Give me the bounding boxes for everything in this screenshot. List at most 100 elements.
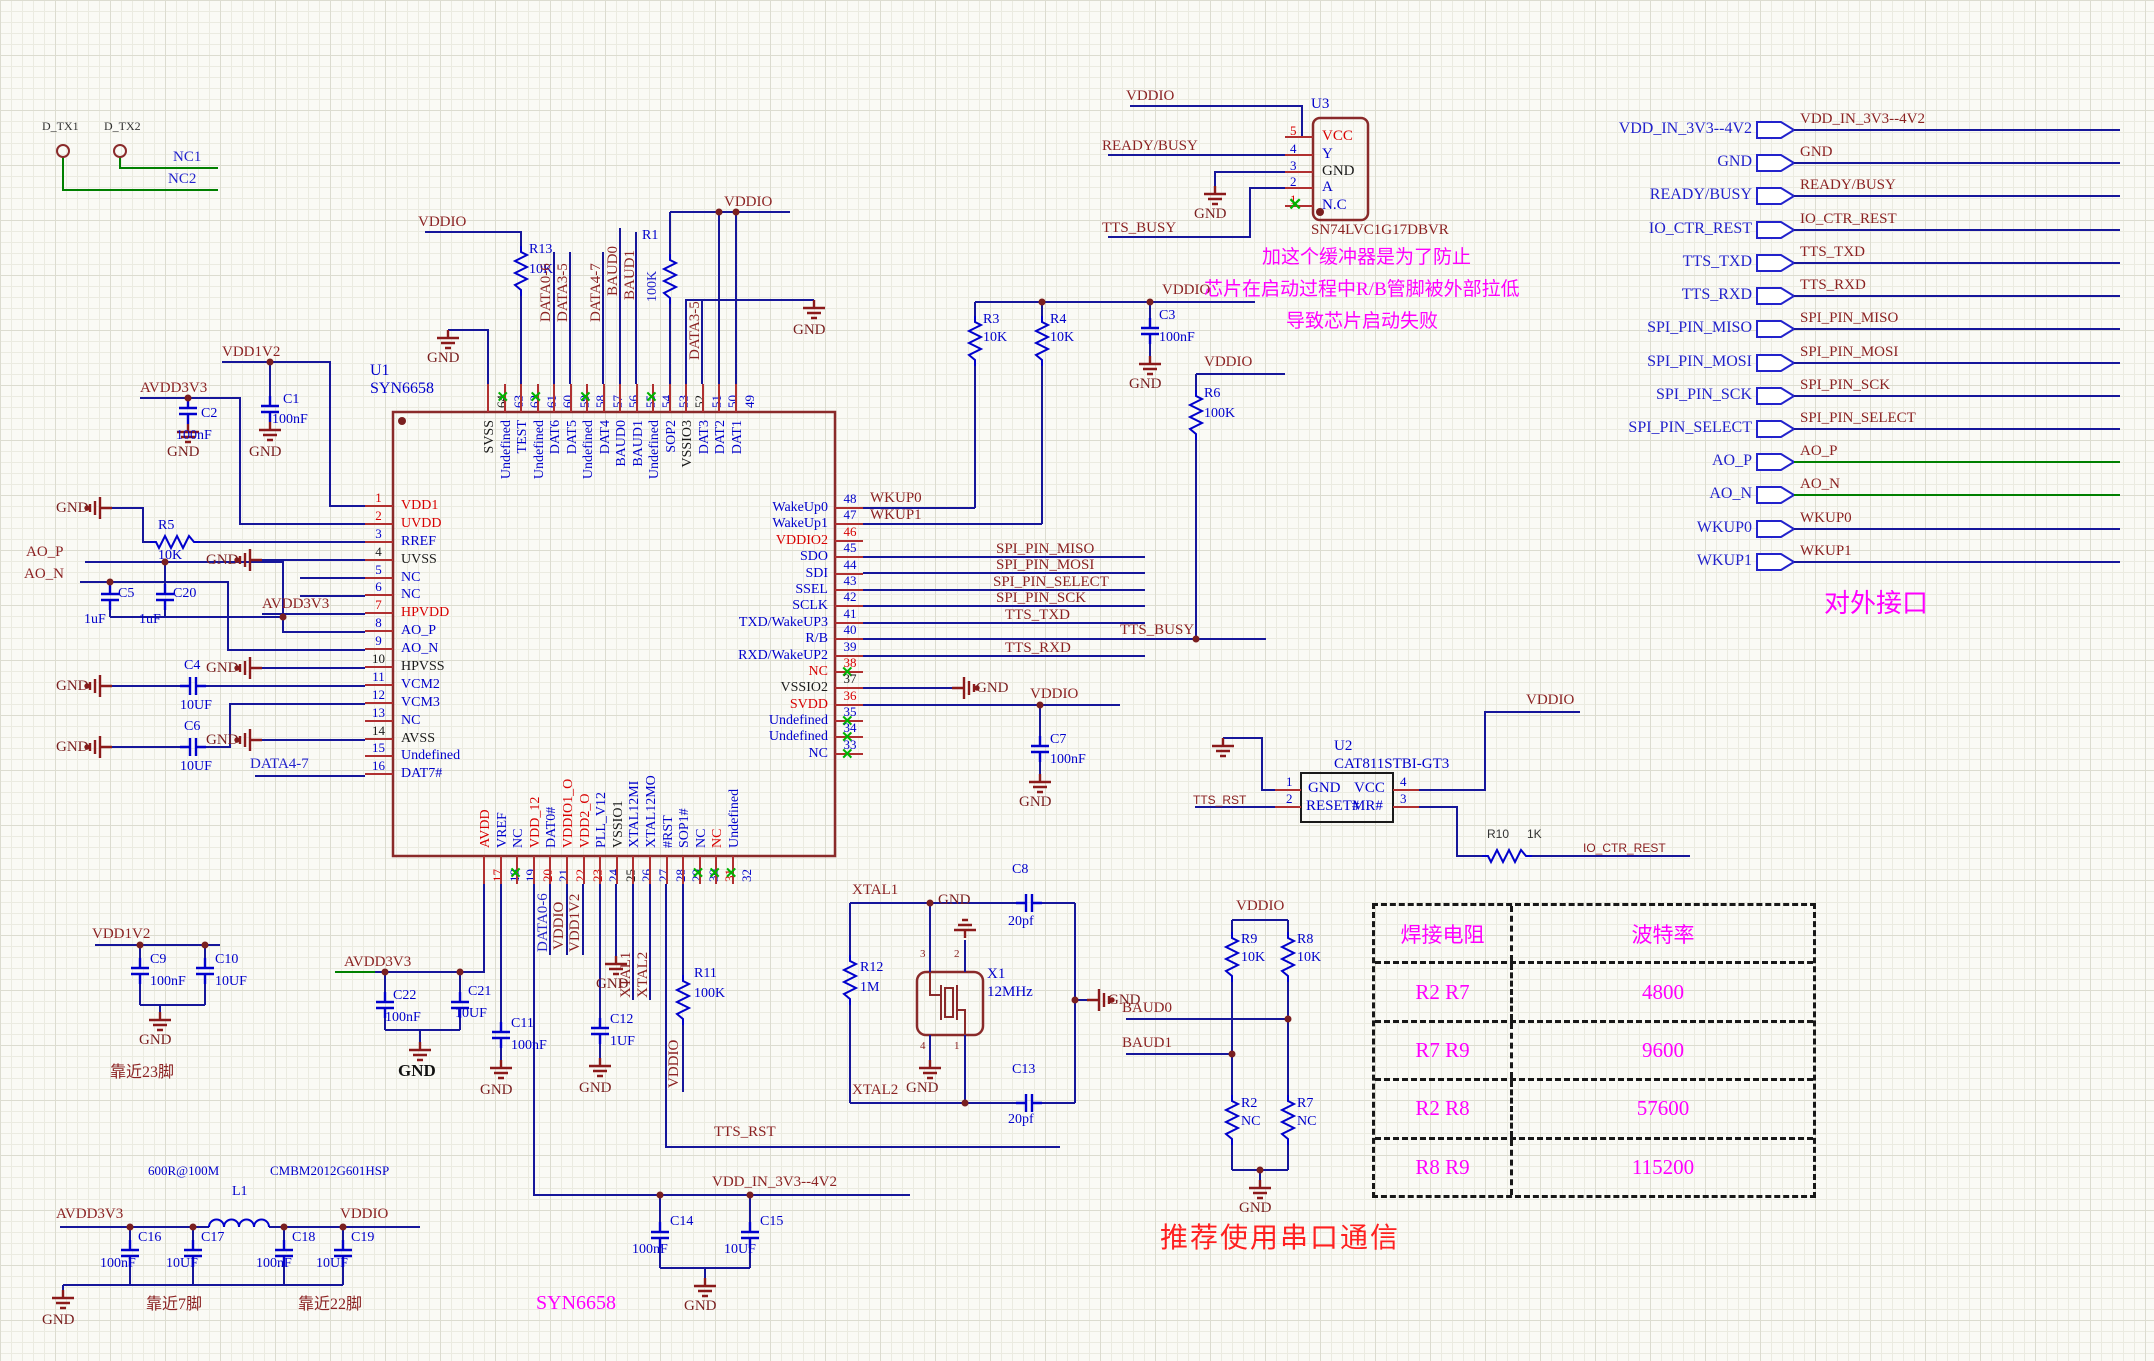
net-label: DATA0-6 [538,263,554,322]
port-row[interactable]: AO_N AO_N [1370,475,2154,508]
resistor-r9-symbol[interactable] [1225,931,1239,983]
u1-pin-cell: 57 DAT4 [596,384,625,454]
capacitor-c12-symbol[interactable] [589,1016,611,1046]
net-label: VDDIO [1204,354,1253,370]
net-label: AVDD3V3 [262,596,330,612]
port-row[interactable]: SPI_PIN_MISO SPI_PIN_MISO [1370,309,2154,342]
net-label: VDDIO [1236,898,1285,914]
capacitor-c2-symbol[interactable] [177,396,199,426]
port-row[interactable]: TTS_RXD TTS_RXD [1370,276,2154,309]
capacitor-c8-symbol[interactable] [1014,892,1044,914]
resistor-r10-symbol[interactable] [1481,849,1533,863]
net-label: VDD_IN_3V3--4V2 [712,1174,837,1190]
u1-pin-cell: 18 VREF [493,812,522,884]
gnd-label: GND [427,350,460,366]
resistor-r11-symbol[interactable] [676,974,690,1026]
port-row[interactable]: SPI_PIN_SCK SPI_PIN_SCK [1370,376,2154,409]
capacitor-c6-symbol[interactable] [178,736,208,758]
c21-val: 10UF [455,1006,487,1021]
c6-val: 10UF [180,759,212,774]
port-icon [1756,187,1796,206]
gnd-label: GND [206,732,239,748]
port-row[interactable]: SPI_PIN_SELECT SPI_PIN_SELECT [1370,409,2154,442]
net-label: IO_CTR_REST [1583,841,1666,855]
net-label: VDDIO [340,1206,389,1222]
capacitor-c5-symbol[interactable] [99,582,121,612]
resistor-r3-symbol[interactable] [968,315,982,367]
capacitor-c13-symbol[interactable] [1014,1092,1044,1114]
port-wire [1794,394,2120,397]
port-row[interactable]: READY/BUSY READY/BUSY [1370,176,2154,209]
u2-ref: U2 [1334,738,1353,754]
port-row[interactable]: WKUP1 WKUP1 [1370,542,2154,575]
net-label: VDDIO [724,194,773,210]
pin-d_tx1[interactable] [56,144,70,158]
gnd-icon [1210,736,1236,758]
serial-recommendation: 推荐使用串口通信 [1160,1223,1401,1254]
capacitor-c11-symbol[interactable] [490,1020,512,1050]
net-label: AVDD3V3 [140,380,208,396]
port-name: WKUP0 [1696,518,1752,536]
gnd-icon [1137,354,1163,376]
u1-pin-cell: 20 VDD_12 [526,797,555,884]
capacitor-c7-symbol[interactable] [1029,734,1051,764]
gnd-icon [488,1058,514,1080]
capacitor-c20-symbol[interactable] [154,582,176,612]
u1-left-pins: 1 VDD1 2 UVDD 3 RREF 4 UVSS 5 NC 6 NC 7 … [365,490,460,783]
u3-body[interactable] [1311,116,1370,222]
resistors [149,245,1533,1146]
u1-pin-cell: 63 Undefined [497,384,526,479]
port-wire [1794,427,2120,430]
capacitor-c9-symbol[interactable] [129,956,151,986]
port-icon [1756,121,1796,139]
x1-body[interactable] [915,970,985,1037]
u1-pin-cell: 56 BAUD0 [612,384,641,467]
crystal-symbol [929,972,966,1035]
capacitor-c4-symbol[interactable] [178,675,208,697]
port-row[interactable]: AO_P AO_P [1370,442,2154,475]
port-row[interactable]: TTS_TXD TTS_TXD [1370,243,2154,276]
u1-body[interactable] [391,410,837,858]
gnd-side-icon [950,675,980,701]
l1-val: 600R@100M [148,1163,220,1178]
resistor-r2-symbol[interactable] [1225,1094,1239,1146]
gnd-label: GND [938,892,971,908]
u1-pin-cell: 58 Undefined [579,384,608,479]
c12-ref: C12 [610,1012,634,1027]
resistor-r12-symbol[interactable] [843,954,857,1006]
port-row[interactable]: VDD_IN_3V3--4V2 VDD_IN_3V3--4V2 [1370,110,2154,143]
u2-part: CAT811STBI-GT3 [1334,756,1450,772]
pin-d_tx2[interactable] [113,144,127,158]
port-row[interactable]: WKUP0 WKUP0 [1370,509,2154,542]
u1-pin-row: 45 SDO [800,540,863,565]
net-label: TTS_TXD [1800,243,1865,260]
port-row[interactable]: GND GND [1370,143,2154,176]
u1-pin-cell: 61 Undefined [530,384,559,479]
capacitor-c10-symbol[interactable] [194,956,216,986]
resistor-r8-symbol[interactable] [1281,931,1295,983]
u1-pin-row: 40 R/B [805,622,863,647]
u1-pin-row: 8 AO_P [365,615,436,640]
resistor-r7-symbol[interactable] [1281,1094,1295,1146]
pin-name: GND [1322,163,1355,179]
resistor-r1-symbol[interactable] [663,253,677,305]
port-row[interactable]: IO_CTR_REST IO_CTR_REST [1370,210,2154,243]
gnd-label: GND [206,552,239,568]
resistor-r6-symbol[interactable] [1189,389,1203,441]
u1-pin-row: 46 VDDIO2 [776,524,863,549]
c22-val: 100nF [385,1010,421,1025]
net-label: TTS_BUSY [1102,220,1177,236]
resistor-r5-symbol[interactable] [149,535,201,549]
inductor-l1-symbol[interactable] [208,1218,270,1228]
gnd-label: GND [793,322,826,338]
cell-resistors: R2 R7 [1375,964,1513,1020]
u2-body[interactable] [1300,772,1394,823]
gnd-label: GND [1108,992,1141,1008]
net-label: SPI_PIN_SELECT [1800,409,1916,426]
port-row[interactable]: SPI_PIN_MOSI SPI_PIN_MOSI [1370,343,2154,376]
u1-part: SYN6658 [370,380,435,397]
capacitor-c3-symbol[interactable] [1139,316,1161,346]
resistor-r13-symbol[interactable] [514,245,528,297]
gnd-icon [801,298,827,320]
resistor-r4-symbol[interactable] [1035,315,1049,367]
